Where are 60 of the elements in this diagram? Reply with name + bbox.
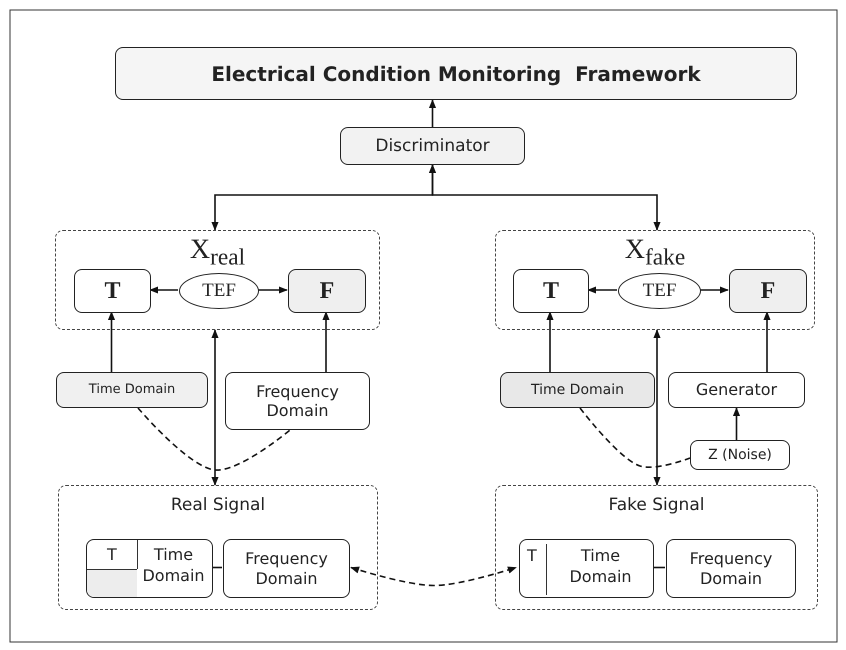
process-box xyxy=(729,269,807,313)
process-box xyxy=(513,269,589,313)
dashed-group-box xyxy=(55,230,380,330)
arrow xyxy=(322,311,330,372)
connector-line xyxy=(653,566,665,568)
group-heading: X$_{real}$ xyxy=(190,235,246,272)
node-label: Z (Noise) xyxy=(707,446,773,464)
node-label: Frequency Domain xyxy=(688,549,774,588)
node-label: TEF xyxy=(201,280,237,302)
node-label: T xyxy=(527,546,537,567)
group-heading: Fake Signal xyxy=(608,496,704,515)
connector-line xyxy=(212,566,222,568)
arrow xyxy=(587,286,617,294)
node-label: T xyxy=(542,276,560,306)
node-label: Time Domain xyxy=(568,546,633,588)
arrow xyxy=(149,286,178,294)
arrow xyxy=(211,329,219,486)
node-label: Time Domain xyxy=(88,382,176,398)
process-box xyxy=(668,372,805,408)
dashed-connector xyxy=(137,407,290,471)
node-label: F xyxy=(318,276,336,306)
arrow xyxy=(428,164,661,231)
dashed-connector xyxy=(579,408,690,468)
arrow xyxy=(108,311,116,372)
node-label: Frequency Domain xyxy=(255,382,340,420)
node-label: TEF xyxy=(642,280,678,302)
arrow xyxy=(428,99,436,127)
group-heading: X$_{fake}$ xyxy=(624,235,686,272)
arrow xyxy=(653,329,661,486)
node-label: F xyxy=(760,276,776,306)
process-box xyxy=(500,372,655,408)
process-box xyxy=(115,47,797,100)
process-box xyxy=(666,539,796,598)
arrow xyxy=(763,311,771,372)
split-box xyxy=(86,539,213,598)
process-box xyxy=(56,372,208,408)
arrow xyxy=(546,311,554,372)
node-label: Time Domain xyxy=(141,545,206,587)
node-label: Time Domain xyxy=(530,382,626,398)
node-label: T xyxy=(107,545,117,566)
arrow xyxy=(732,407,740,440)
node-label: Discriminator xyxy=(374,136,491,156)
process-box xyxy=(690,440,790,470)
process-box xyxy=(288,269,366,313)
dashed-connector xyxy=(350,566,517,586)
process-box xyxy=(340,127,525,165)
arrow xyxy=(258,286,288,294)
dashed-group-box xyxy=(58,485,378,610)
node-label: Generator xyxy=(694,380,778,400)
process-box xyxy=(225,372,370,430)
node-label: Frequency Domain xyxy=(244,549,329,588)
process-box xyxy=(223,539,350,598)
node-label: Electrical Condition Monitoring Framework xyxy=(210,62,702,86)
split-box xyxy=(519,539,654,598)
node-label: T xyxy=(103,276,122,306)
process-box xyxy=(74,269,151,313)
arrow xyxy=(700,286,729,294)
group-heading: Real Signal xyxy=(170,496,266,515)
dashed-group-box xyxy=(495,485,818,610)
dashed-group-box xyxy=(495,230,815,330)
